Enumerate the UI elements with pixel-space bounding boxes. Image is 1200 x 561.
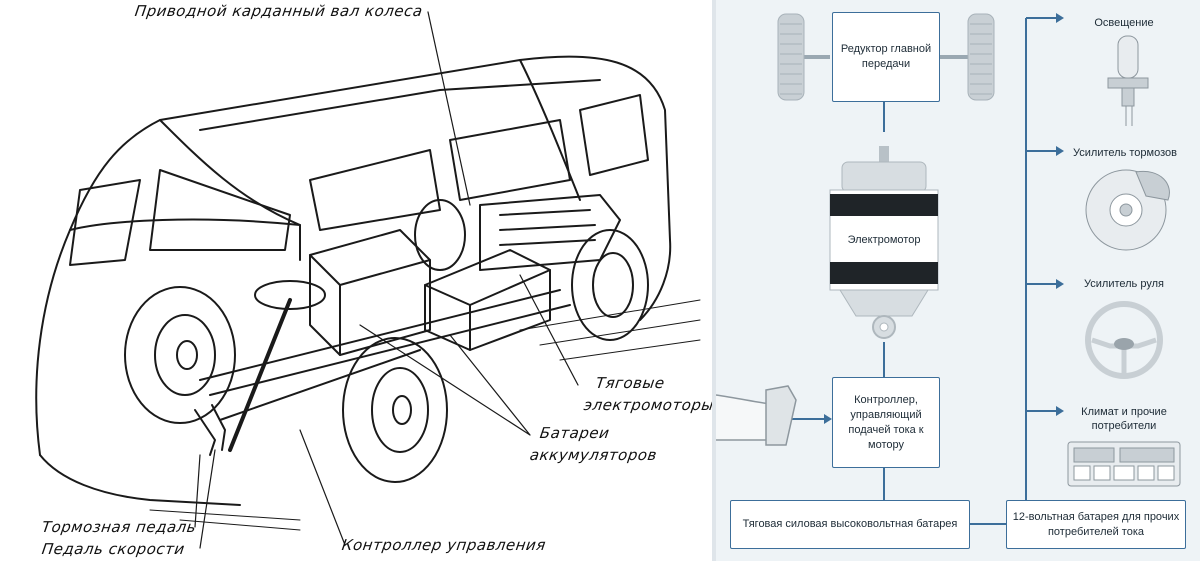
connector-lines [716, 13, 1181, 525]
reducer-box: Редуктор главной передачи [832, 12, 940, 102]
speed-pedal-label: Педаль скорости [40, 540, 186, 558]
controller-label: Контроллер управления [340, 536, 548, 554]
schematic-diagram: Редуктор главной передачи Электромотор К… [716, 0, 1200, 561]
motors-label-line1: Тяговые [594, 374, 666, 392]
hv-battery-box: Тяговая силовая высоковольтная батарея [730, 500, 970, 549]
accelerator-pedal-drawing [716, 385, 797, 446]
battery-label-line2: аккумуляторов [528, 446, 659, 464]
driveshaft-label: Приводной карданный вал колеса [133, 2, 424, 20]
tire-icons [777, 13, 995, 101]
electromotor-label: Электромотор [847, 234, 921, 246]
controller-box: Контроллер, управляющий подачей тока к м… [832, 377, 940, 468]
brake-pedal-label: Тормозная педаль [40, 518, 198, 536]
battery-label-line1: Батареи [538, 424, 611, 442]
electromotor-drawing [829, 146, 939, 339]
brake-disc-icon [1085, 169, 1170, 251]
headlight-bulb-icon [1107, 35, 1149, 126]
panel-divider [712, 0, 716, 561]
steering-wheel-icon [1085, 301, 1163, 379]
consumer-climate-label: Климат и прочие потребители [1081, 406, 1167, 432]
lv-battery-box: 12-вольтная батарея для прочих потребите… [1006, 500, 1186, 549]
consumer-steering-label: Усилитель руля [1084, 278, 1164, 290]
climate-panel-icon [1067, 441, 1181, 487]
cutaway-illustration: Приводной карданный вал колеса Тяговые э… [35, 2, 712, 558]
consumer-brake-booster-label: Усилитель тормозов [1073, 147, 1177, 159]
consumer-lighting-label: Освещение [1094, 17, 1154, 29]
van-drawing [35, 11, 701, 549]
motors-label-line2: электромоторы [582, 396, 712, 414]
